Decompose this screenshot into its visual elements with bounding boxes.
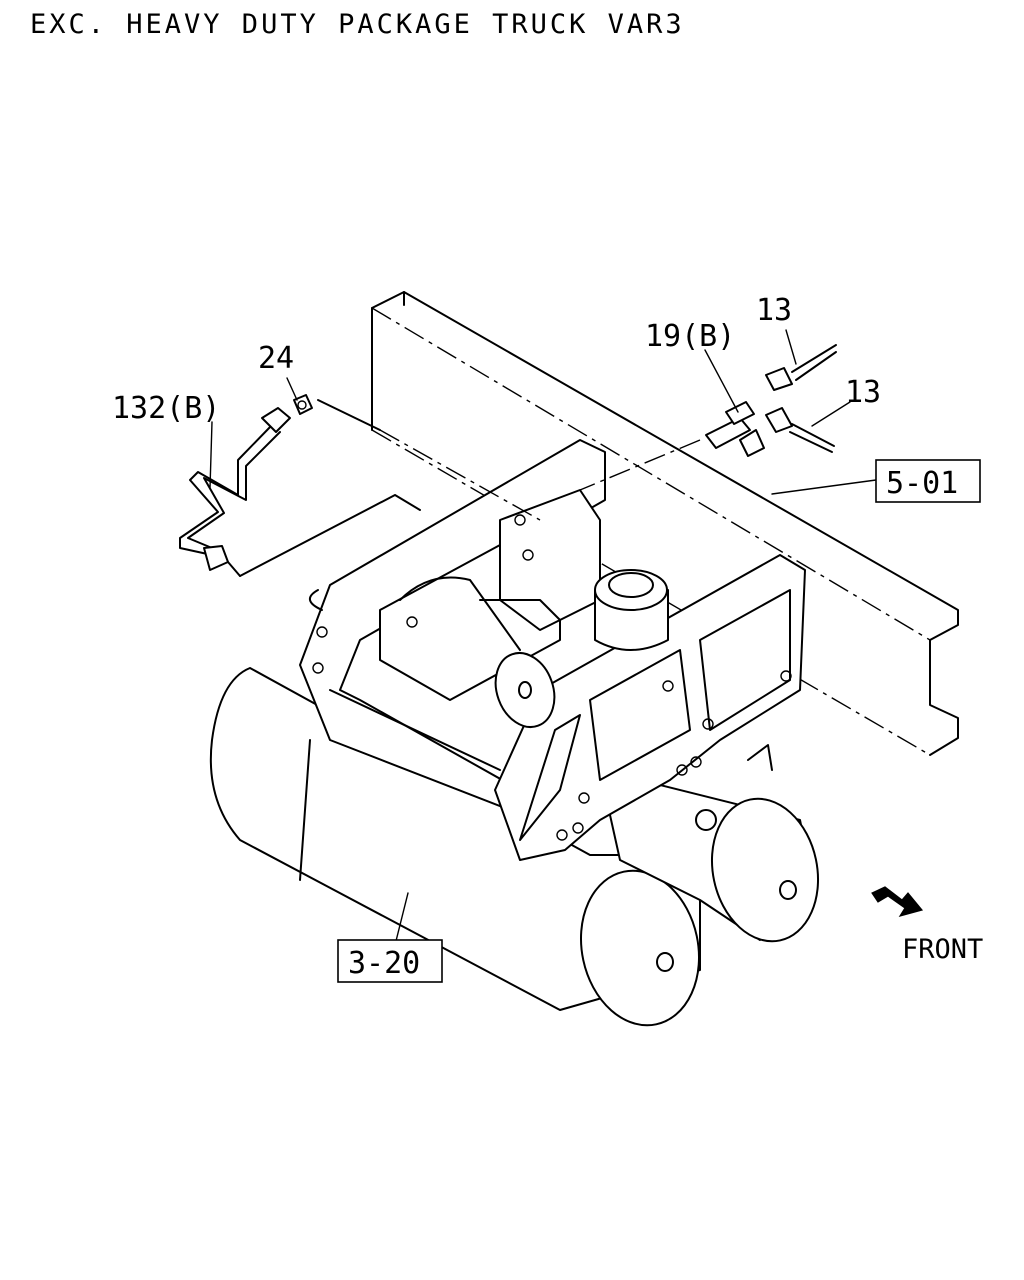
leader-line [379, 429, 541, 521]
leader-line [286, 377, 298, 401]
air-tank-rear [209, 667, 701, 1027]
leader-line [239, 494, 421, 577]
front-arrow-icon [871, 886, 924, 917]
diagram-title: EXC. HEAVY DUTY PACKAGE TRUCK VAR3 [30, 9, 685, 40]
part-label-24: 24 [258, 341, 294, 376]
leader-line [771, 479, 877, 495]
leader-line [785, 329, 797, 365]
fitting-13-upper [765, 344, 837, 391]
leader-line [394, 892, 409, 946]
part-label-132b: 132(B) [112, 391, 220, 426]
fitting-13-lower [765, 407, 835, 453]
mounting-bracket-front [494, 554, 806, 861]
leader-line [317, 399, 381, 431]
leader-line [704, 349, 739, 413]
part-label-13-lower: 13 [845, 375, 881, 410]
front-label: FRONT [902, 934, 983, 965]
part-label-13-upper: 13 [756, 293, 792, 328]
tee-fitting-19b [705, 401, 765, 457]
ref-label-3-20: 3-20 [348, 946, 420, 981]
air-dryer-assembly [379, 489, 669, 728]
leader-line [579, 439, 701, 491]
ref-box-5-01 [875, 459, 981, 503]
nut-24 [293, 394, 313, 415]
air-tank-front [599, 744, 820, 943]
ref-label-5-01: 5-01 [886, 466, 958, 501]
leader-line [209, 421, 213, 489]
ref-box-3-20 [337, 939, 443, 983]
leader-line [811, 401, 851, 427]
air-pipe-132b [179, 407, 291, 577]
part-label-19b: 19(B) [645, 319, 735, 354]
